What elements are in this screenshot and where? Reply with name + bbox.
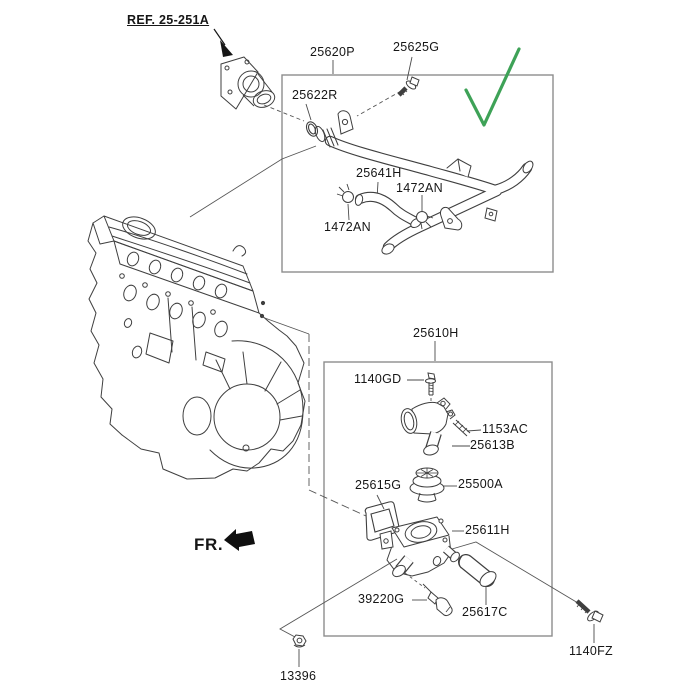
checkmark-icon xyxy=(464,47,521,127)
nut-13396 xyxy=(292,634,307,648)
connector-lines xyxy=(189,90,579,638)
part-label-1472an-right: 1472AN xyxy=(396,181,443,195)
bolt-1140gd xyxy=(425,372,436,396)
water-outlet-fitting xyxy=(400,397,456,456)
part-label-25622r: 25622R xyxy=(292,88,338,102)
front-marker-label: FR. xyxy=(194,535,224,554)
coolant-pipe xyxy=(314,110,534,255)
o-ring xyxy=(305,121,319,137)
part-label-25625g: 25625G xyxy=(393,40,440,54)
water-inlet-ref-part xyxy=(220,56,276,110)
part-label-25610h: 25610H xyxy=(413,326,459,340)
hose-clamp-right xyxy=(416,211,434,230)
temp-sensor xyxy=(422,583,453,616)
part-label-25613b: 25613B xyxy=(470,438,515,452)
part-label-25620p: 25620P xyxy=(310,45,355,59)
plug-25617c xyxy=(458,554,497,587)
thermostat-housing xyxy=(379,516,460,578)
thermostat-assembly-box xyxy=(323,361,553,637)
part-label-1153ac: 1153AC xyxy=(482,422,529,436)
thermostat xyxy=(409,467,445,503)
part-label-25500a: 25500A xyxy=(458,477,503,491)
bolt-25625g xyxy=(397,76,420,97)
ref-leader-arrow xyxy=(213,28,233,57)
part-label-13396: 13396 xyxy=(280,669,317,683)
hose-clamp-left xyxy=(336,183,354,203)
ref-callout-label: REF. 25-251A xyxy=(127,13,210,27)
part-label-25617c: 25617C xyxy=(462,605,508,619)
part-label-25611h: 25611H xyxy=(465,523,510,537)
stud-1153ac xyxy=(452,419,471,437)
part-label-1140gd: 1140GD xyxy=(354,372,402,386)
part-label-1472an-left: 1472AN xyxy=(324,220,371,234)
front-direction-arrow xyxy=(224,529,255,551)
engine-illustration xyxy=(87,215,306,480)
label-leaders xyxy=(298,56,595,667)
part-label-25641h: 25641H xyxy=(356,166,402,180)
pipe-assembly-box xyxy=(281,74,554,273)
part-label-25615g: 25615G xyxy=(355,478,402,492)
part-label-1140fz: 1140FZ xyxy=(569,644,613,658)
bolt-1140fz xyxy=(575,599,604,623)
part-label-39220g: 39220G xyxy=(358,592,405,606)
